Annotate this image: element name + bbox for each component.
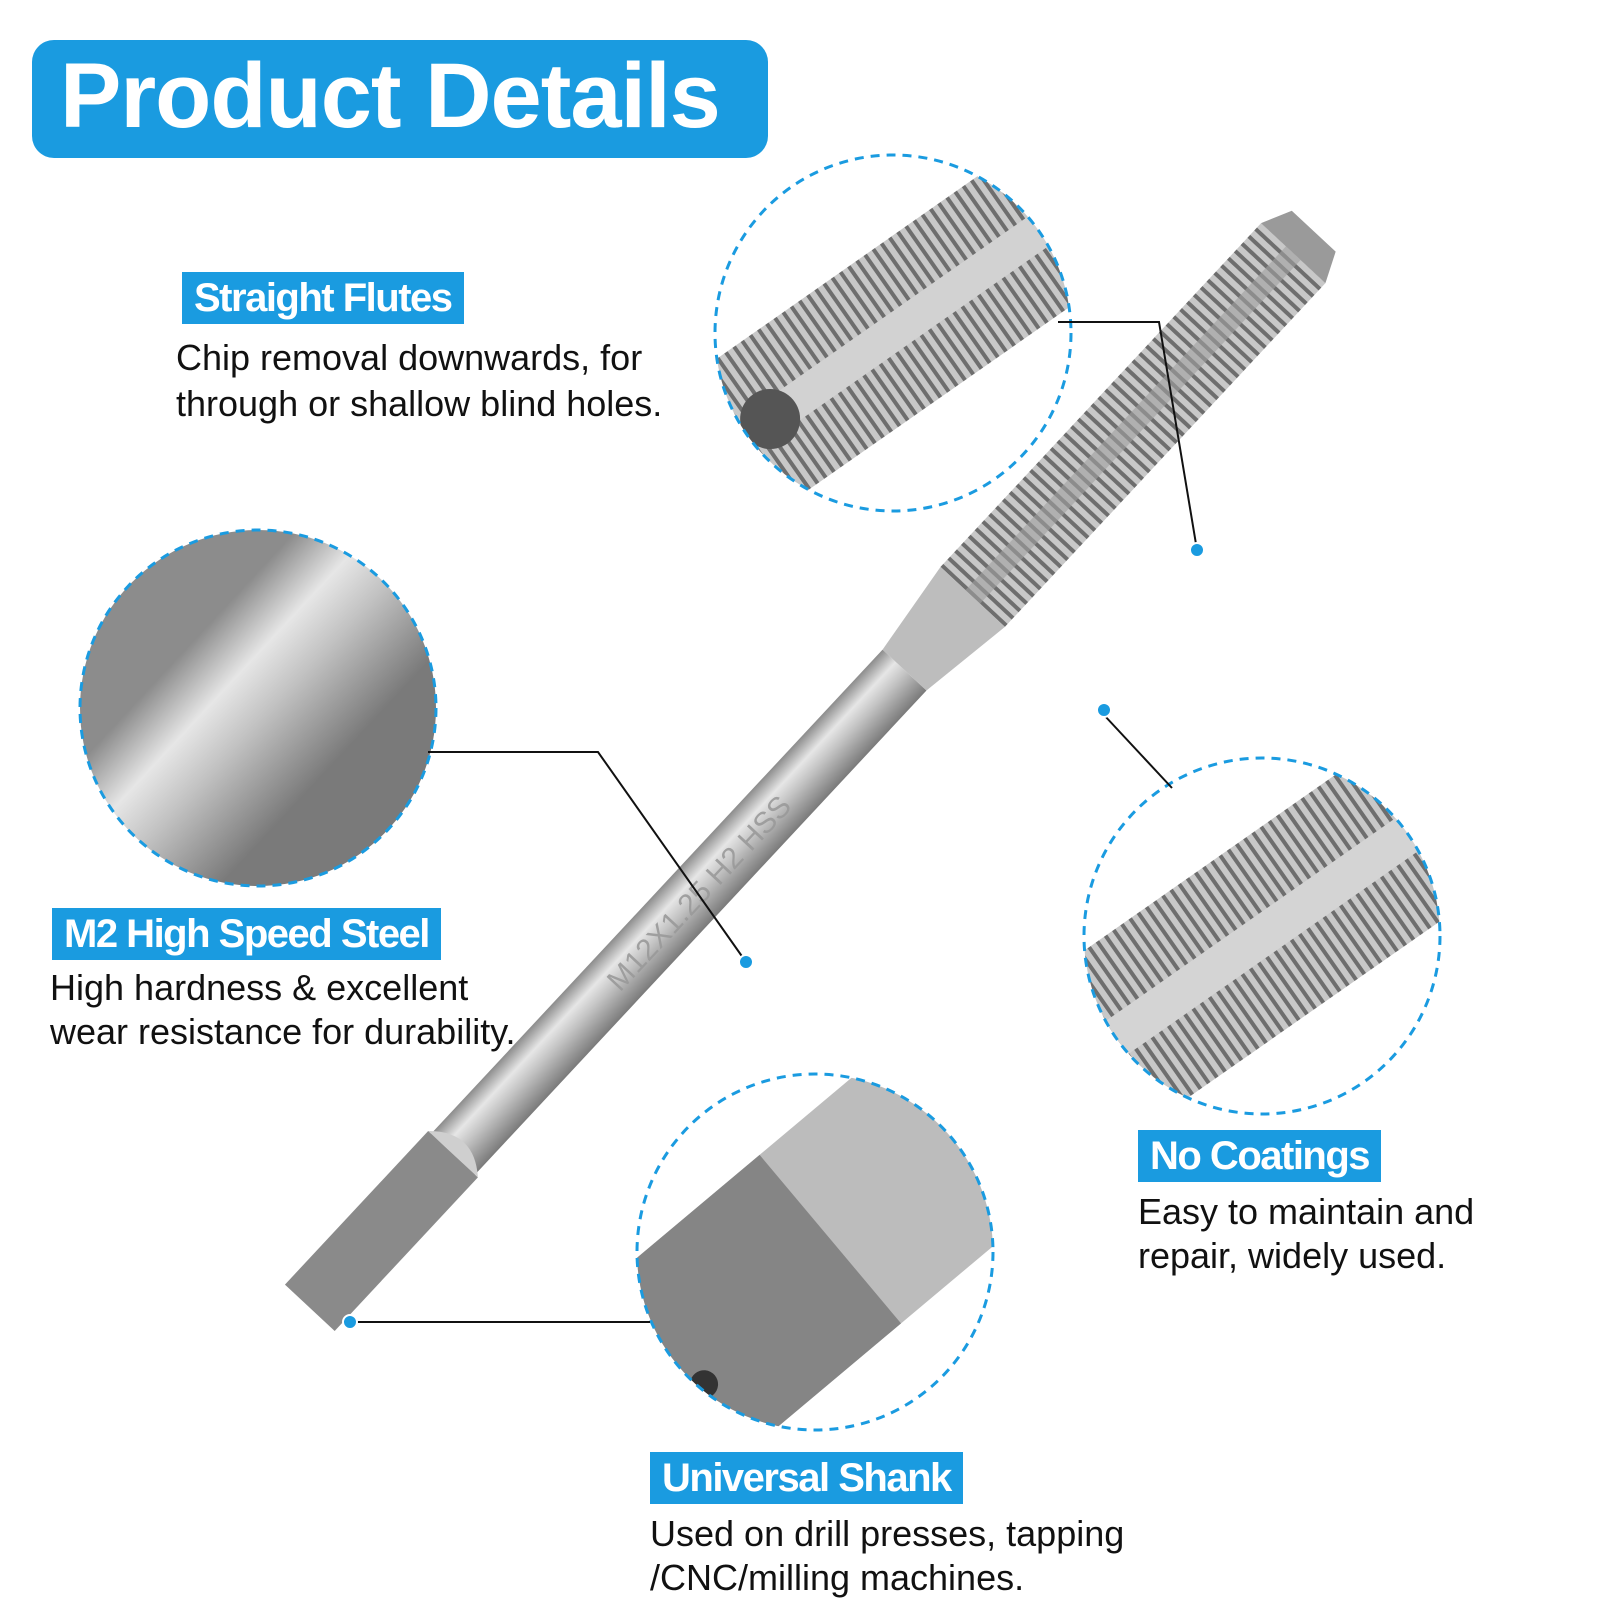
leader-line-steel [428,751,747,963]
title-badge: Product Details [32,40,768,158]
feature-tag-m2-high-speed-steel: M2 High Speed Steel [52,908,441,960]
dot-coatings [1096,702,1112,718]
dot-steel [738,954,754,970]
leader-lines [350,321,1198,1323]
dot-flutes [1189,542,1205,558]
tap-square-end [284,1131,478,1331]
zoom-circle-coatings [1082,756,1442,1116]
feature-desc-no-coatings-line-1: Easy to maintain and [1138,1191,1475,1232]
feature-tag-straight-flutes: Straight Flutes [182,272,464,324]
leader-line-coatings [1103,714,1173,789]
main-tap: M12X1.25 H2 HSS [284,210,1336,1331]
feature-desc-universal-shank-line-2: /CNC/milling machines. [650,1557,1025,1598]
feature-desc-universal-shank-line-1: Used on drill presses, tapping [650,1513,1125,1554]
zoom-circle-flutes [713,153,1073,513]
tap-neck [882,566,1005,691]
feature-desc-m2-line-1: High hardness & excellent [50,967,469,1008]
tap-marking: M12X1.25 H2 HSS [601,790,798,998]
feature-tag-universal-shank: Universal Shank [650,1452,963,1504]
feature-tag-no-coatings: No Coatings [1138,1130,1382,1182]
zoom-circle-steel [78,528,438,888]
zoom-circle-shank [635,1072,995,1432]
dot-shank [342,1314,358,1330]
feature-desc-no-coatings-line-2: repair, widely used. [1138,1235,1447,1276]
leader-line-flutes [1058,321,1198,551]
callout-dots [342,542,1205,1330]
feature-desc-straight-flutes-line-2: through or shallow blind holes. [176,383,663,424]
feature-desc-m2-line-2: wear resistance for durability. [50,1011,516,1052]
page-title: Product Details [60,45,721,147]
feature-desc-straight-flutes-line-1: Chip removal downwards, for [176,337,643,378]
